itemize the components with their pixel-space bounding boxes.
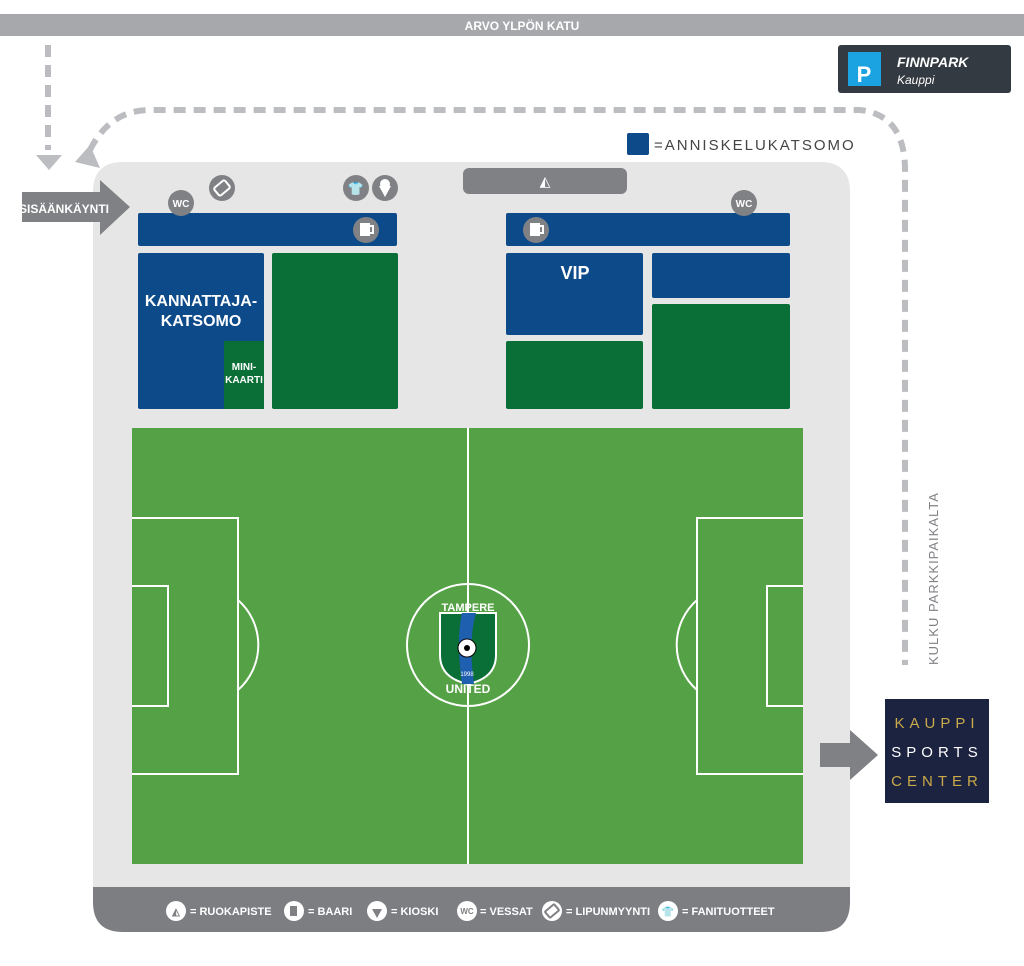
ticket-icon bbox=[544, 903, 560, 919]
ice-cream-icon bbox=[372, 909, 382, 918]
legend: ◭ = RUOKAPISTE = BAARI = KIOSKI WC = VESSA… bbox=[166, 901, 775, 921]
finnpark-sign: P FINNPARK Kauppi bbox=[838, 45, 1011, 93]
svg-text:=ANNISKELUKATSOMO: =ANNISKELUKATSOMO bbox=[654, 137, 856, 154]
shirt-icon: 👕 bbox=[662, 906, 674, 918]
svg-text:FINNPARK: FINNPARK bbox=[897, 54, 969, 70]
svg-text:= KIOSKI: = KIOSKI bbox=[391, 906, 438, 918]
legend-item-vessat: WC = VESSAT bbox=[457, 901, 533, 921]
beer-icon[interactable] bbox=[353, 217, 379, 243]
stand-top-left bbox=[138, 213, 397, 246]
stand-green-3 bbox=[652, 304, 790, 409]
beer-icon bbox=[290, 906, 297, 916]
svg-text:= RUOKAPISTE: = RUOKAPISTE bbox=[190, 906, 272, 918]
svg-text:KAUPPI: KAUPPI bbox=[894, 715, 979, 732]
vip-stand bbox=[506, 253, 643, 335]
legend-item-baari: = BAARI bbox=[284, 901, 352, 921]
arrow-icon bbox=[75, 145, 100, 168]
walkway-label: KULKU PARKKIPAIKALTA bbox=[926, 492, 941, 665]
svg-text:WC: WC bbox=[736, 199, 753, 210]
shirt-icon[interactable]: 👕 bbox=[343, 175, 369, 201]
svg-text:= VESSAT: = VESSAT bbox=[480, 906, 533, 918]
mini-kaarti bbox=[224, 341, 264, 409]
legend-item-fanituotteet: 👕 = FANITUOTTEET bbox=[658, 901, 775, 921]
ticket-icon[interactable] bbox=[209, 175, 235, 201]
wc-icon[interactable]: WC bbox=[168, 190, 194, 216]
legend-item-lipunmyynti: = LIPUNMYYNTI bbox=[542, 901, 650, 921]
pizza-icon: ◭ bbox=[171, 907, 180, 918]
stand-green-1 bbox=[272, 253, 398, 409]
svg-text:KANNATTAJA-: KANNATTAJA- bbox=[145, 293, 257, 310]
street bbox=[0, 14, 1024, 36]
legend-item-kioski: = KIOSKI bbox=[367, 901, 438, 921]
svg-text:TAMPERE: TAMPERE bbox=[442, 602, 495, 614]
kauppi-sports-center: KAUPPI SPORTS CENTER bbox=[885, 699, 989, 803]
blue-swatch bbox=[627, 133, 649, 155]
ice-cream-icon[interactable] bbox=[372, 175, 398, 201]
svg-text:= LIPUNMYYNTI: = LIPUNMYYNTI bbox=[566, 906, 650, 918]
svg-text:MINI-: MINI- bbox=[232, 362, 256, 373]
svg-text:WC: WC bbox=[173, 199, 190, 210]
svg-text:= FANITUOTTEET: = FANITUOTTEET bbox=[682, 906, 775, 918]
svg-text:👕: 👕 bbox=[348, 181, 364, 196]
svg-text:SPORTS: SPORTS bbox=[891, 744, 982, 761]
svg-text:SISÄÄNKÄYNTI: SISÄÄNKÄYNTI bbox=[19, 201, 109, 216]
svg-text:Kauppi: Kauppi bbox=[897, 73, 935, 87]
arrow-right-icon bbox=[820, 730, 878, 780]
svg-text:= BAARI: = BAARI bbox=[308, 906, 352, 918]
parking-icon: P bbox=[857, 62, 872, 87]
entrance-arrow: SISÄÄNKÄYNTI bbox=[19, 180, 130, 235]
street-label: ARVO YLPÖN KATU bbox=[465, 18, 580, 33]
svg-text:1998: 1998 bbox=[460, 672, 474, 678]
wc-icon[interactable]: WC bbox=[731, 190, 757, 216]
svg-text:UNITED: UNITED bbox=[446, 682, 491, 696]
svg-text:VIP: VIP bbox=[560, 263, 589, 283]
svg-text:KAARTI: KAARTI bbox=[225, 375, 263, 386]
walk-path bbox=[45, 45, 908, 665]
pizza-icon: ◭ bbox=[540, 173, 551, 189]
legend-item-ruokapiste: ◭ = RUOKAPISTE bbox=[166, 901, 272, 921]
stand-green-2 bbox=[506, 341, 643, 409]
stand-blue-2 bbox=[652, 253, 790, 298]
svg-text:KATSOMO: KATSOMO bbox=[161, 313, 242, 330]
food-point[interactable] bbox=[463, 168, 627, 194]
wc-icon: WC bbox=[460, 907, 474, 916]
stand-top-right bbox=[506, 213, 790, 246]
svg-text:CENTER: CENTER bbox=[891, 773, 983, 790]
beer-icon[interactable] bbox=[523, 217, 549, 243]
tampere-united-logo: TAMPERE 1998 UNITED bbox=[439, 602, 497, 696]
arrow-down-icon bbox=[36, 155, 62, 170]
